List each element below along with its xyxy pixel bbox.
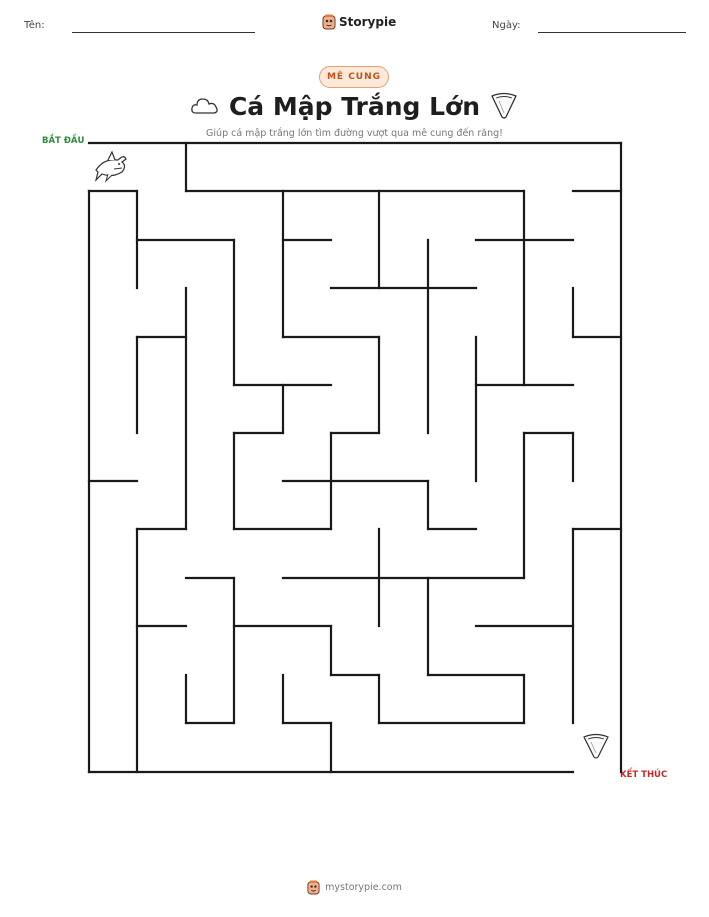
- maze-walls: [87, 141, 623, 774]
- storypie-mascot-icon: [307, 880, 320, 895]
- name-label: Tên:: [24, 20, 45, 31]
- cloud-icon: [191, 98, 218, 114]
- shark-tooth-icon: [491, 92, 517, 119]
- page-subtitle: Giúp cá mập trắng lớn tìm đường vượt qua…: [206, 128, 503, 139]
- name-input-line[interactable]: [72, 32, 255, 33]
- shark-icon: [94, 150, 127, 183]
- footer: mystorypie.com: [0, 880, 709, 895]
- category-badge: MÊ CUNG: [319, 66, 389, 88]
- brand-logo: Storypie: [322, 14, 396, 30]
- start-label: BẮT ĐẦU: [42, 136, 85, 146]
- storypie-mascot-icon: [322, 14, 336, 30]
- end-label: KẾT THÚC: [620, 770, 668, 780]
- brand-name: Storypie: [339, 15, 397, 29]
- date-input-line[interactable]: [538, 32, 686, 33]
- page-title: Cá Mập Trắng Lớn: [228, 92, 481, 121]
- goal-tooth-icon: [583, 733, 609, 759]
- footer-url[interactable]: mystorypie.com: [325, 882, 402, 893]
- date-label: Ngày:: [492, 20, 521, 31]
